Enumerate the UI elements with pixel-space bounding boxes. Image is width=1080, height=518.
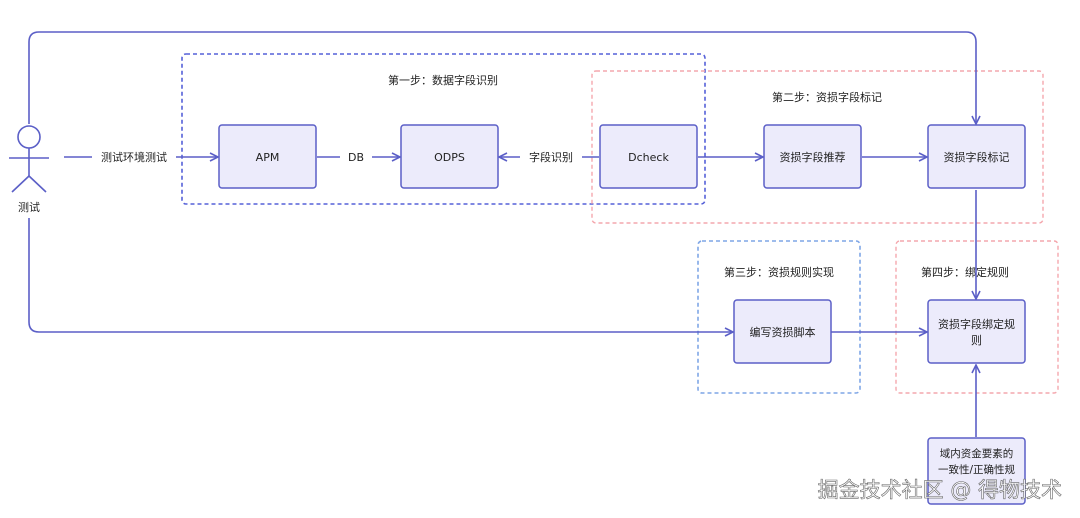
- group-step4-title: 第四步：绑定规则: [921, 265, 1009, 279]
- node-mark-label: 资损字段标记: [944, 150, 1010, 164]
- node-script[interactable]: 编写资损脚本: [733, 299, 832, 364]
- watermark: 掘金技术社区 @ 得物技术: [818, 478, 1062, 502]
- node-dcheck-label: Dcheck: [628, 151, 669, 164]
- node-apm[interactable]: APM: [218, 124, 317, 189]
- actor-label: 测试: [18, 201, 40, 214]
- node-domain-label-line1: 域内资金要素的: [940, 447, 1014, 460]
- group-step1-title: 第一步：数据字段识别: [388, 73, 498, 87]
- node-script-label: 编写资损脚本: [750, 325, 816, 339]
- group-step3-frame: [697, 240, 861, 394]
- group-step4-frame: [895, 240, 1059, 394]
- node-odps[interactable]: ODPS: [400, 124, 499, 189]
- node-bind[interactable]: 资损字段绑定规 则: [927, 299, 1026, 364]
- edge-actor-to-script: [28, 218, 733, 332]
- actor-person-icon: [9, 125, 49, 193]
- node-domain-rules[interactable]: 域内资金要素的 一致性/正确性规: [927, 437, 1026, 505]
- node-bind-label-line1: 资损字段绑定规: [938, 317, 1015, 331]
- group-step3-title: 第三步：资损规则实现: [724, 265, 834, 279]
- node-dcheck[interactable]: Dcheck: [599, 124, 698, 189]
- edge-label-db: DB: [348, 151, 364, 164]
- node-recommend-label: 资损字段推荐: [780, 150, 846, 164]
- edge-label-test-env: 测试环境测试: [101, 150, 167, 164]
- node-recommend[interactable]: 资损字段推荐: [763, 124, 862, 189]
- node-mark[interactable]: 资损字段标记: [927, 124, 1026, 189]
- node-domain-label-line2: 一致性/正确性规: [938, 463, 1016, 476]
- node-odps-label: ODPS: [434, 151, 465, 164]
- group-step2-title: 第二步：资损字段标记: [772, 90, 882, 104]
- group-step2-frame: [591, 70, 1044, 224]
- edge-label-field-recognition: 字段识别: [529, 150, 573, 164]
- edge-actor-to-mark: [28, 31, 976, 124]
- node-apm-label: APM: [256, 151, 280, 164]
- node-bind-label-line2: 则: [971, 334, 982, 347]
- group-step1-frame: [181, 53, 706, 205]
